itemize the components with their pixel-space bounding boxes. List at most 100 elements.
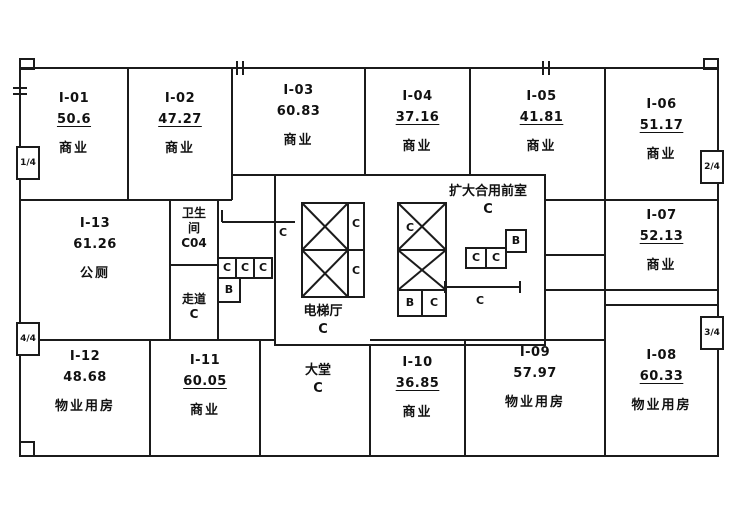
room-use: 物业用房	[504, 395, 565, 410]
room-area: 61.26	[73, 237, 117, 252]
shaft-letter: C	[351, 217, 361, 230]
elevator-hall-label: 电梯厅 C	[284, 303, 362, 339]
corridor-code: C	[189, 307, 199, 321]
elevator-shaft-diagonal	[397, 249, 447, 291]
box-letter: C	[222, 261, 232, 274]
room-use: 商业	[646, 258, 677, 273]
room-area: 36.85	[395, 376, 440, 391]
elevator-hall-name: 电梯厅	[303, 304, 343, 319]
room-use: 公厕	[79, 266, 110, 281]
room-id: I-13	[79, 216, 111, 231]
box-letter: B	[224, 283, 234, 296]
room-area: 47.27	[158, 112, 202, 127]
room-use: 商业	[402, 405, 433, 420]
restroom-label: 卫生间 C04	[172, 206, 216, 251]
wall-notch	[703, 58, 719, 70]
sheet-marker: 1/4	[16, 146, 40, 180]
sheet-marker-label: 2/4	[704, 162, 720, 172]
room-i09: I-09 57.97 物业用房	[465, 342, 605, 413]
room-area: 41.81	[519, 110, 564, 125]
shaft-letter: C	[351, 264, 361, 277]
room-id: I-07	[646, 208, 677, 223]
label-box	[421, 289, 447, 317]
lobby-code: C	[313, 381, 323, 396]
room-id: I-03	[283, 83, 314, 98]
room-area: 60.05	[183, 374, 227, 389]
restroom-code: C04	[181, 236, 207, 250]
room-i06: I-06 51.17 商业	[605, 94, 718, 165]
label-box	[253, 257, 273, 279]
room-id: I-02	[164, 91, 196, 106]
room-i12: I-12 48.68 物业用房	[20, 346, 150, 417]
zone-letter: C	[278, 226, 288, 239]
room-use: 商业	[402, 139, 433, 154]
room-use: 商业	[646, 147, 677, 162]
sheet-marker-label: 1/4	[20, 158, 36, 168]
box-letter: C	[491, 251, 501, 264]
sheet-marker: 3/4	[700, 316, 724, 350]
room-use: 商业	[164, 141, 195, 156]
room-use: 商业	[189, 403, 220, 418]
box-letter: C	[471, 251, 481, 264]
box-letter: C	[258, 261, 268, 274]
corridor-name: 走道	[181, 292, 206, 306]
label-box	[505, 229, 527, 253]
box-letter: C	[240, 261, 250, 274]
sheet-marker: 2/4	[700, 150, 724, 184]
room-i13: I-13 61.26 公厕	[20, 213, 170, 284]
label-box	[485, 247, 507, 269]
room-area: 51.17	[639, 118, 684, 133]
room-id: I-11	[189, 353, 221, 368]
room-i01: I-01 50.6 商业	[20, 88, 128, 159]
room-i10: I-10 36.85 商业	[370, 352, 465, 423]
room-use: 物业用房	[54, 399, 115, 414]
room-id: I-06	[646, 97, 677, 112]
elevator-shaft-diagonal	[397, 202, 447, 251]
room-id: I-12	[69, 349, 101, 364]
room-area: 60.33	[639, 369, 684, 384]
room-use: 物业用房	[631, 398, 692, 413]
sheet-marker-label: 3/4	[704, 328, 720, 338]
room-id: I-01	[58, 91, 90, 106]
room-i02: I-02 47.27 商业	[128, 88, 232, 159]
box-letter: B	[511, 234, 521, 247]
lobby-label: 大堂 C	[268, 362, 368, 398]
lobby-name: 大堂	[304, 363, 331, 378]
shaft-letter: C	[405, 221, 415, 234]
wall-notch	[19, 441, 35, 457]
room-i11: I-11 60.05 商业	[150, 350, 260, 421]
restroom-name: 卫生间	[181, 206, 206, 235]
box-letter: B	[405, 296, 415, 309]
room-id: I-09	[519, 345, 551, 360]
elevator-shaft-diagonal	[301, 202, 349, 251]
room-id: I-08	[646, 348, 677, 363]
front-room-label: 扩大合用前室 C	[418, 183, 558, 219]
room-id: I-05	[526, 89, 557, 104]
room-i05: I-05 41.81 商业	[478, 86, 605, 157]
room-id: I-04	[402, 89, 433, 104]
room-area: 50.6	[56, 112, 92, 127]
zone-letter: C	[475, 294, 485, 307]
room-use: 商业	[526, 139, 557, 154]
label-box	[347, 249, 365, 298]
room-area: 48.68	[63, 370, 107, 385]
room-use: 商业	[283, 133, 314, 148]
room-area: 37.16	[395, 110, 440, 125]
elevator-hall-code: C	[318, 322, 328, 337]
room-i04: I-04 37.16 商业	[365, 86, 470, 157]
room-i03: I-03 60.83 商业	[232, 80, 365, 151]
sheet-marker: 4/4	[16, 322, 40, 356]
room-i07: I-07 52.13 商业	[605, 205, 718, 276]
wall-notch	[19, 58, 35, 70]
room-use: 商业	[58, 141, 89, 156]
label-box	[217, 277, 241, 303]
box-letter: C	[429, 296, 439, 309]
room-i08: I-08 60.33 物业用房	[605, 345, 718, 416]
room-id: I-10	[402, 355, 433, 370]
room-area: 52.13	[639, 229, 684, 244]
sheet-marker-label: 4/4	[20, 334, 36, 344]
elevator-shaft-diagonal	[301, 249, 349, 298]
corridor-label: 走道 C	[172, 292, 216, 322]
